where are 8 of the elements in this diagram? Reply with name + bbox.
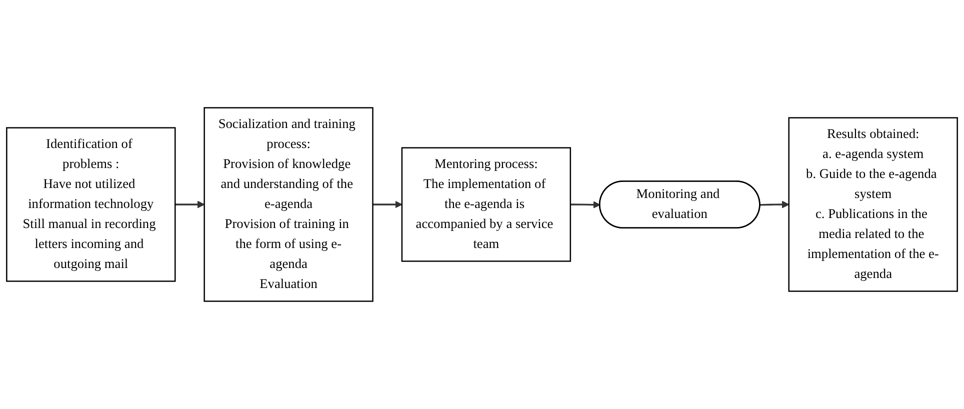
- arrow: [372, 200, 402, 208]
- node-box: Results obtained: a. e-agenda system b. Guide to the e-agenda system c. Publications in the media related to the implementation of the e-agenda: [788, 117, 958, 292]
- node-box: Mentoring process: The implementation of the e-agenda is accompanied by a service team: [401, 147, 572, 262]
- arrow: [760, 200, 790, 208]
- arrow: [175, 200, 205, 208]
- arrow: [570, 201, 600, 208]
- node-box: Identification of problems : Have not utilized information technology Still manual in recording letters incoming and outgoing mail: [6, 127, 176, 282]
- node-box: Socialization and training process: Provision of knowledge and understanding of the e-agenda Provision of training in the form of using e-agenda Evaluation: [204, 107, 374, 302]
